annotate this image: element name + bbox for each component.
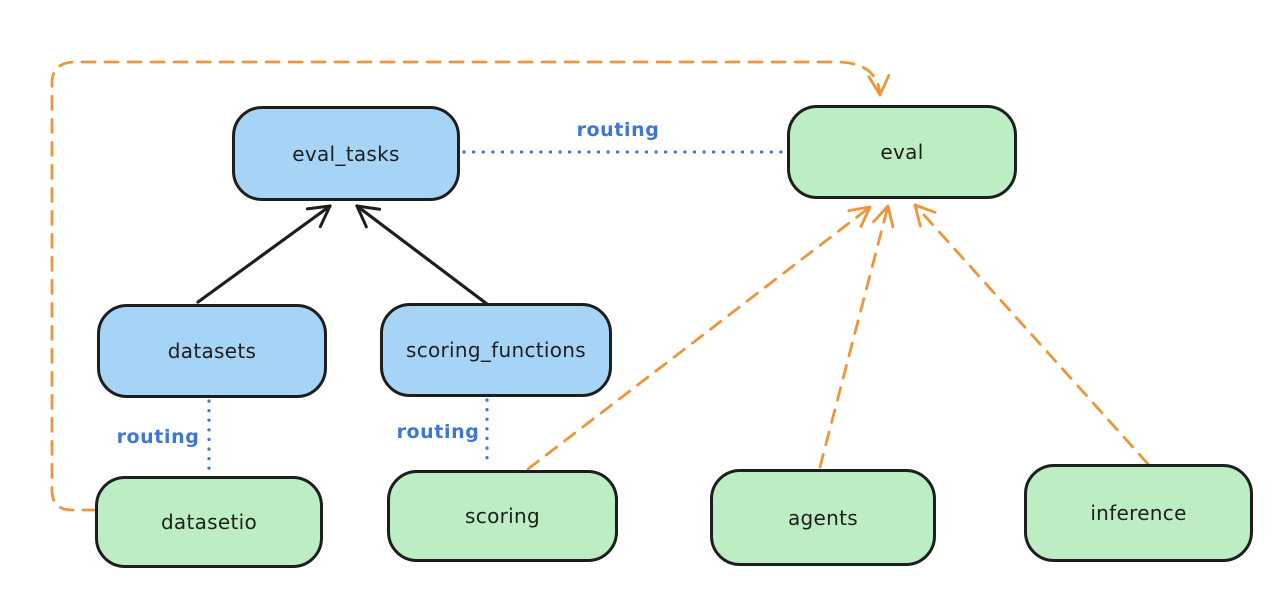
node-agents-label: agents (788, 505, 858, 530)
node-eval-tasks: eval_tasks (232, 106, 460, 201)
node-scoring-functions-label: scoring_functions (405, 338, 587, 362)
node-datasetio: datasetio (95, 476, 323, 568)
edge-datasets-to-eval-tasks (196, 204, 332, 304)
edge-inference-to-eval (913, 203, 1150, 466)
node-scoring-label: scoring (465, 504, 540, 528)
node-datasets-label: datasets (167, 339, 257, 363)
node-eval-label: eval (880, 140, 924, 164)
routing-label-eval-tasks-eval: routing (576, 119, 660, 141)
routing-label-datasets-datasetio: routing (116, 426, 200, 448)
node-inference: inference (1024, 464, 1253, 562)
node-inference-label: inference (1090, 501, 1187, 525)
node-datasets: datasets (97, 304, 327, 398)
routing-label-scoring-functions-scoring: routing (396, 421, 480, 443)
edge-agents-to-eval (818, 204, 895, 469)
node-scoring: scoring (387, 470, 618, 562)
edge-scoring-functions-to-eval-tasks (355, 204, 489, 306)
node-eval: eval (787, 105, 1017, 199)
node-scoring-functions: scoring_functions (380, 303, 612, 397)
node-datasetio-label: datasetio (160, 510, 258, 534)
node-agents: agents (710, 469, 936, 566)
node-eval-tasks-label: eval_tasks (292, 141, 400, 166)
